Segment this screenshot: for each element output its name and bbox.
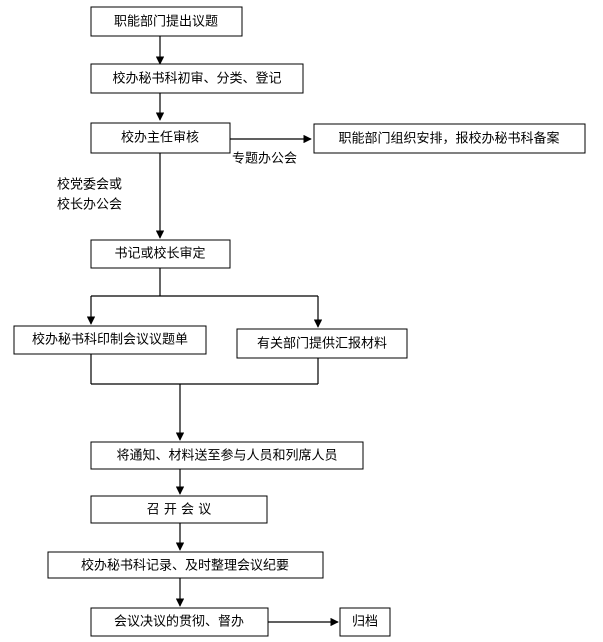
box-secretary-review: 书记或校长审定 bbox=[90, 239, 231, 269]
label-party-committee-line2: 校长办公会 bbox=[57, 197, 122, 213]
box-director-review: 校办主任审核 bbox=[90, 122, 231, 154]
box-initial-review: 校办秘书科初审、分类、登记 bbox=[90, 63, 304, 94]
box-hold-meeting: 召 开 会 议 bbox=[90, 495, 268, 524]
box-director-review-text: 校办主任审核 bbox=[121, 130, 199, 146]
box-provide-materials-text: 有关部门提供汇报材料 bbox=[257, 336, 387, 352]
box-implement-text: 会议决议的贯彻、督办 bbox=[114, 614, 244, 630]
box-initial-review-text: 校办秘书科初审、分类、登记 bbox=[112, 71, 281, 87]
box-propose-text: 职能部门提出议题 bbox=[114, 14, 218, 30]
box-dept-arrange: 职能部门组织安排，报校办秘书科备案 bbox=[313, 123, 586, 154]
box-provide-materials: 有关部门提供汇报材料 bbox=[236, 328, 408, 359]
box-archive-text: 归档 bbox=[352, 615, 378, 630]
box-record-minutes-text: 校办秘书科记录、及时整理会议纪要 bbox=[81, 558, 289, 574]
box-secretary-review-text: 书记或校长审定 bbox=[114, 246, 205, 262]
box-archive: 归档 bbox=[339, 607, 391, 637]
box-dept-arrange-text: 职能部门组织安排，报校办秘书科备案 bbox=[338, 131, 559, 147]
box-record-minutes: 校办秘书科记录、及时整理会议纪要 bbox=[47, 551, 324, 579]
box-send-notice-text: 将通知、材料送至参与人员和列席人员 bbox=[116, 448, 337, 464]
label-special-meeting: 专题办公会 bbox=[232, 152, 297, 167]
box-propose: 职能部门提出议题 bbox=[90, 6, 243, 37]
box-hold-meeting-text: 召 开 会 议 bbox=[147, 503, 211, 518]
box-implement: 会议决议的贯彻、督办 bbox=[90, 607, 269, 637]
label-party-committee-line1: 校党委会或 bbox=[57, 177, 122, 193]
connectors bbox=[86, 36, 339, 627]
box-print-agenda-text: 校办秘书科印制会议议题单 bbox=[32, 332, 188, 348]
box-send-notice: 将通知、材料送至参与人员和列席人员 bbox=[90, 441, 364, 470]
box-print-agenda: 校办秘书科印制会议议题单 bbox=[13, 325, 207, 355]
